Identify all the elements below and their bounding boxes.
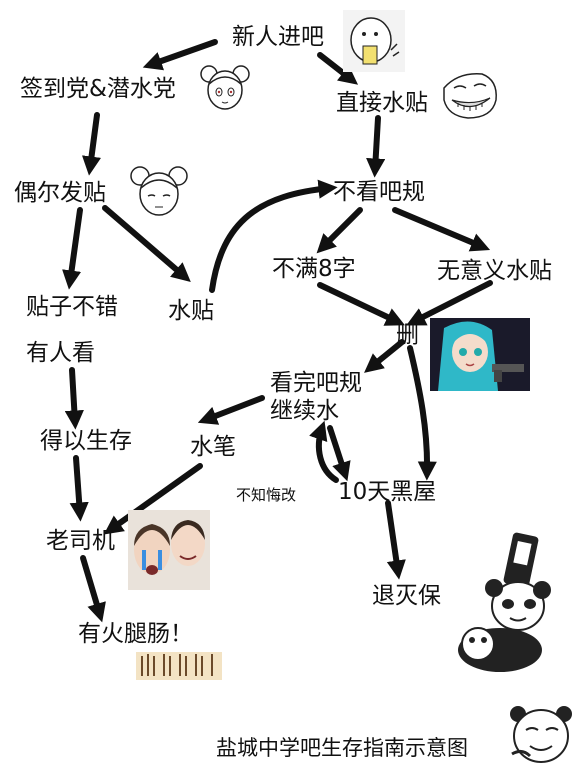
node-ignore-rules: 不看吧规 [333,179,425,205]
arrow-tendays-keepwater [309,420,339,483]
node-meaningless-water: 无意义水贴 [437,258,552,284]
arrow-ignore-meaningless [392,207,491,252]
node-newbie: 新人进吧 [232,24,324,50]
node-read-rules: 看完吧规 [270,370,362,396]
node-no-repent: 不知悔改 [236,486,297,504]
arrow-direct-ignore [366,115,386,178]
panda-bottle-sticker [458,532,551,672]
node-veteran: 老司机 [46,528,115,554]
arrow-delete-readrules [364,339,405,373]
node-ten-days: 10天黑屋 [338,479,437,505]
node-signin-lurker: 签到党&潜水党 [20,76,176,102]
anime-girl-sticker [130,166,188,216]
node-quit: 退灭保 [372,583,441,609]
node-water-post: 水贴 [168,298,214,324]
arrow-pen-veteran [103,463,203,535]
peeking-face-sticker [343,10,405,72]
node-fire: 有火腿肠！ [78,621,193,647]
arrow-readrules-pen [197,395,265,425]
miku-gun-sticker [430,318,530,391]
arrow-tendays-quit [385,500,406,580]
hands-clapping-sticker [136,652,222,680]
node-keep-water: 继续水 [270,398,339,424]
arrow-survive-veteran [69,455,89,522]
node-less-than-8: 不满8字 [272,256,356,282]
arrow-newbie-signin [142,39,218,71]
arrow-signin-occasional [81,112,102,176]
node-occasional-post: 偶尔发贴 [14,180,106,206]
arrow-occasional-water [102,205,191,283]
arrow-water-ignore [209,179,338,293]
arrow-occasional-good [62,207,83,290]
node-someone-reads: 有人看 [26,340,95,366]
arrow-lt8-delete [317,282,405,326]
anime-girl-sticker [200,65,250,110]
node-survive: 得以生存 [40,428,132,454]
arrow-someone-survive [64,367,84,430]
crying-duo-sticker [128,510,210,590]
node-direct-water: 直接水贴 [336,90,428,116]
panda-smug-sticker [510,706,572,763]
arrow-meaningless-delete [406,280,493,326]
trollface-sticker [443,73,497,119]
node-water-pen: 水笔 [190,434,236,460]
node-deleted: 删 [396,322,419,348]
arrow-newbie-direct [317,52,359,85]
arrow-keepwater-tendays [327,425,351,482]
diagram-caption: 盐城中学吧生存指南示意图 [216,736,468,760]
arrow-veteran-fire [80,555,106,623]
arrow-ignore-lt8 [316,207,363,254]
arrow-delete-tendays [407,345,437,481]
node-good-post: 贴子不错 [26,294,118,320]
